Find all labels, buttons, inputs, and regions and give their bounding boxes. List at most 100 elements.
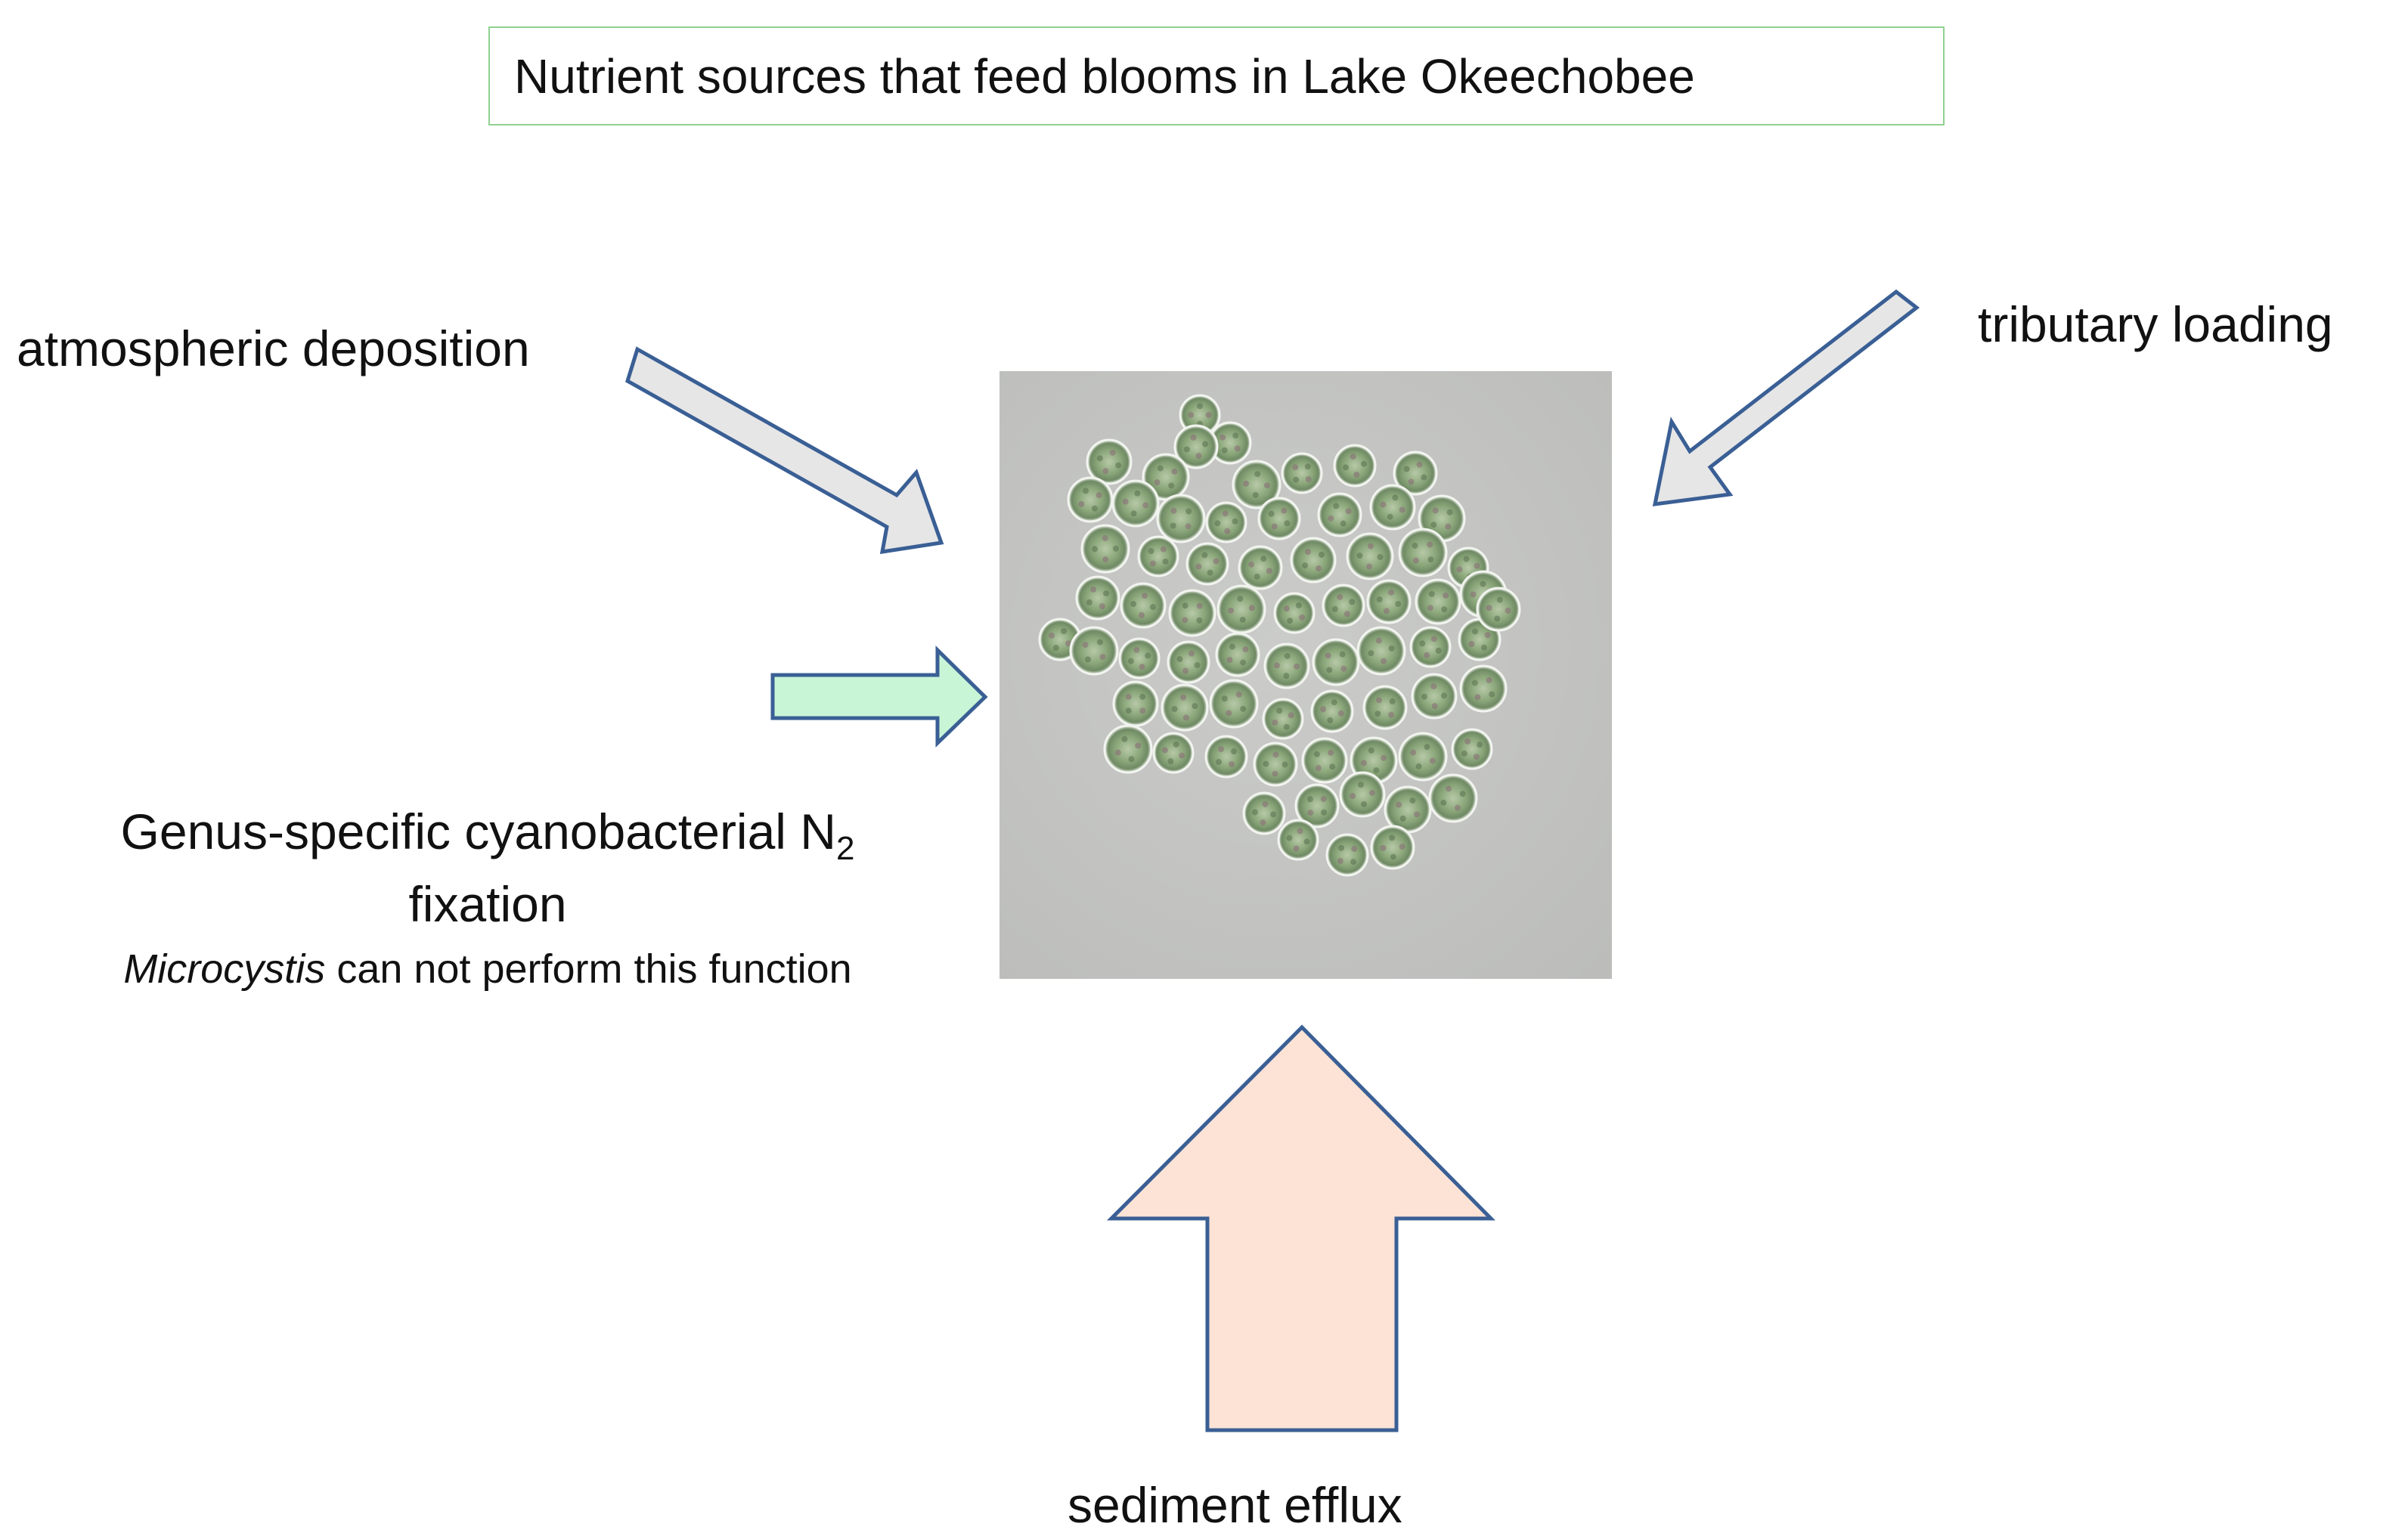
cell-granule	[1283, 673, 1290, 680]
cell-granule	[1388, 589, 1395, 596]
cell-granule	[1202, 441, 1209, 447]
cyanobacteria-cell	[1253, 742, 1298, 787]
cell-granule	[1375, 637, 1382, 644]
cyanobacteria-cell	[1393, 451, 1438, 496]
arrow-n2-fixation	[770, 646, 988, 748]
cyanobacteria-cell	[1294, 783, 1340, 828]
cell-granule	[1176, 656, 1183, 663]
cell-granule	[1288, 712, 1294, 719]
cell-granule	[1489, 691, 1495, 698]
cell-granule	[1325, 652, 1331, 659]
cyanobacteria-cell	[1428, 773, 1478, 823]
cell-granule	[1194, 661, 1201, 668]
cell-granule	[1150, 560, 1157, 567]
cyanobacteria-cell	[1173, 424, 1219, 469]
cyanobacteria-cell	[1215, 632, 1260, 677]
cell-granule	[1430, 522, 1437, 528]
cell-granule	[1321, 809, 1328, 816]
cell-granule	[1366, 563, 1373, 570]
cell-granule	[1224, 528, 1231, 534]
cyanobacteria-cell	[1362, 685, 1408, 730]
cell-granule	[1092, 546, 1099, 553]
cyanobacteria-cell	[1209, 679, 1259, 729]
cell-granule	[1142, 593, 1148, 599]
cell-granule	[1160, 546, 1167, 553]
cell-granule	[1130, 600, 1137, 607]
cell-granule	[1380, 501, 1387, 508]
cell-granule	[1273, 662, 1280, 669]
cell-granule	[1480, 644, 1487, 651]
cell-granule	[1463, 556, 1470, 562]
cell-granule	[1148, 548, 1154, 555]
cell-granule	[1307, 810, 1314, 816]
cell-granule	[1304, 463, 1311, 470]
cell-granule	[1232, 518, 1238, 525]
cyanobacteria-cell	[1459, 664, 1508, 713]
cell-granule	[1078, 500, 1085, 507]
cell-granule	[1419, 640, 1426, 647]
cell-granule	[1099, 654, 1106, 661]
cell-granule	[1185, 508, 1192, 515]
cell-granule	[1306, 796, 1313, 803]
cell-granule	[1331, 605, 1338, 612]
cyanobacteria-cell	[1366, 579, 1412, 624]
cyanobacteria-cell	[1398, 528, 1448, 578]
cell-granule	[1383, 608, 1390, 615]
cyanobacteria-cell	[1370, 825, 1415, 870]
cyanobacteria-cell	[1103, 724, 1153, 774]
cell-granule	[1182, 667, 1189, 674]
cell-granule	[1048, 632, 1055, 639]
cell-granule	[1260, 819, 1266, 826]
cell-granule	[1161, 747, 1168, 754]
cell-granule	[1102, 556, 1109, 562]
cyanobacteria-cell	[1161, 683, 1209, 732]
microcystis-colony-micrograph	[999, 371, 1612, 979]
cell-granule	[1459, 791, 1466, 797]
cell-granule	[1188, 412, 1195, 418]
cell-granule	[1367, 543, 1374, 550]
cyanobacteria-cell	[1409, 626, 1452, 668]
fixation-note: Microcystis can not perform this functio…	[53, 940, 922, 998]
cell-granule	[1443, 592, 1449, 599]
cell-granule	[1496, 596, 1503, 603]
cell-granule	[1474, 694, 1481, 701]
cyanobacteria-cell	[1322, 584, 1365, 627]
cell-granule	[1271, 523, 1278, 530]
cell-granule	[1345, 508, 1352, 515]
cell-granule	[1091, 505, 1098, 512]
cell-granule	[1343, 611, 1350, 618]
cyanobacteria-cell	[1067, 476, 1114, 523]
cell-granule	[1133, 646, 1140, 653]
cell-granule	[1266, 568, 1272, 574]
cell-granule	[1221, 447, 1228, 454]
cyanobacteria-cell	[1238, 545, 1283, 590]
cell-granule	[1343, 464, 1350, 471]
cell-granule	[1263, 760, 1269, 767]
cell-granule	[1125, 708, 1132, 714]
arrow-tributary-loading	[1652, 289, 1920, 506]
cell-granule	[1168, 482, 1175, 489]
cell-granule	[1390, 853, 1396, 860]
cell-granule	[1471, 680, 1478, 686]
cyanobacteria-cell	[1281, 452, 1323, 494]
cell-granule	[1170, 507, 1177, 514]
cell-granule	[1473, 754, 1480, 760]
cyanobacteria-cell	[1137, 535, 1179, 578]
cell-granule	[1329, 763, 1336, 770]
cell-granule	[1304, 549, 1311, 556]
cell-granule	[1254, 573, 1260, 580]
cell-granule	[1431, 703, 1438, 710]
cell-granule	[1228, 760, 1235, 767]
cyanobacteria-cell	[1232, 460, 1281, 509]
cell-granule	[1395, 601, 1402, 608]
cell-granule	[1130, 510, 1137, 517]
diagram-title-text: Nutrient sources that feed blooms in Lak…	[514, 48, 1695, 104]
cell-granule	[1505, 607, 1511, 614]
cell-granule	[1413, 811, 1420, 818]
cell-granule	[1219, 434, 1226, 441]
cell-granule	[1494, 615, 1501, 622]
cell-granule	[1440, 799, 1447, 806]
cell-granule	[1373, 767, 1380, 774]
cell-granule	[1139, 693, 1146, 700]
cell-granule	[1154, 479, 1161, 486]
